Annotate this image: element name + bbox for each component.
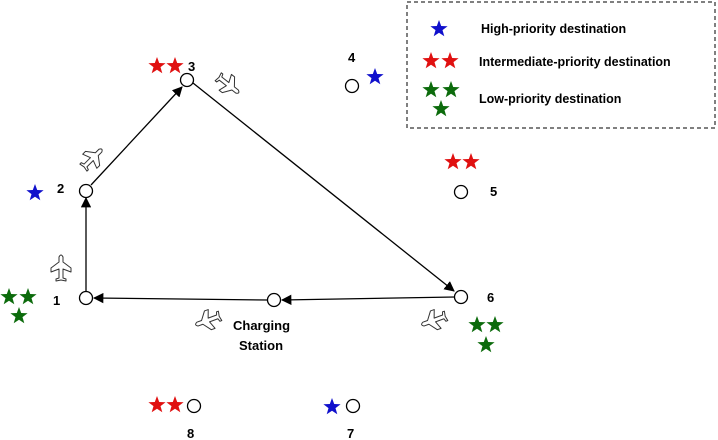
node-7 bbox=[345, 398, 361, 414]
node-6-star-icon bbox=[468, 316, 504, 353]
airplane-icon bbox=[211, 68, 246, 102]
airplanes bbox=[50, 68, 451, 335]
node-8-star-icon bbox=[148, 396, 184, 413]
edge-charging-1 bbox=[92, 292, 268, 304]
node-5-star-icon bbox=[444, 153, 480, 170]
node-2 bbox=[78, 183, 94, 199]
node-8 bbox=[186, 398, 202, 414]
node-3-star-icon bbox=[148, 57, 184, 74]
node-3-label: 3 bbox=[188, 59, 195, 74]
node-3 bbox=[179, 72, 195, 88]
node-charging-station bbox=[266, 292, 282, 308]
node-6-label: 6 bbox=[487, 290, 494, 305]
node-1-label: 1 bbox=[53, 293, 60, 308]
node-labels: 1 2 3 4 5 6 7 8 Charging Station bbox=[53, 50, 497, 440]
node-4-label: 4 bbox=[348, 50, 356, 65]
legend: High-priority destination Intermediate-p… bbox=[406, 1, 716, 129]
legend-box bbox=[406, 1, 716, 129]
edge-6-charging bbox=[280, 294, 456, 306]
node-8-label: 8 bbox=[187, 426, 194, 440]
node-4 bbox=[344, 78, 360, 94]
airplane-icon bbox=[191, 305, 225, 335]
route-edges bbox=[80, 82, 456, 306]
charging-station-label-line2: Station bbox=[239, 338, 283, 353]
node-6 bbox=[453, 289, 469, 305]
node-2-label: 2 bbox=[57, 181, 64, 196]
edge-3-6 bbox=[192, 82, 455, 292]
legend-high-label: High-priority destination bbox=[481, 22, 626, 36]
node-5-label: 5 bbox=[490, 184, 497, 199]
nodes bbox=[78, 72, 469, 414]
legend-low-label: Low-priority destination bbox=[479, 92, 621, 106]
node-7-label: 7 bbox=[347, 426, 354, 440]
node-5 bbox=[453, 184, 469, 200]
legend-intermediate-label: Intermediate-priority destination bbox=[479, 55, 671, 69]
charging-station-label-line1: Charging bbox=[233, 318, 290, 333]
node-1-star-icon bbox=[0, 288, 37, 324]
edge-2-3 bbox=[90, 86, 183, 186]
airplane-icon bbox=[417, 305, 451, 335]
node-7-star-icon bbox=[323, 398, 341, 415]
node-1 bbox=[78, 290, 94, 306]
node-4-star-icon bbox=[366, 68, 384, 85]
airplane-icon bbox=[75, 141, 110, 176]
airplane-icon bbox=[50, 254, 72, 282]
node-2-star-icon bbox=[26, 184, 44, 201]
